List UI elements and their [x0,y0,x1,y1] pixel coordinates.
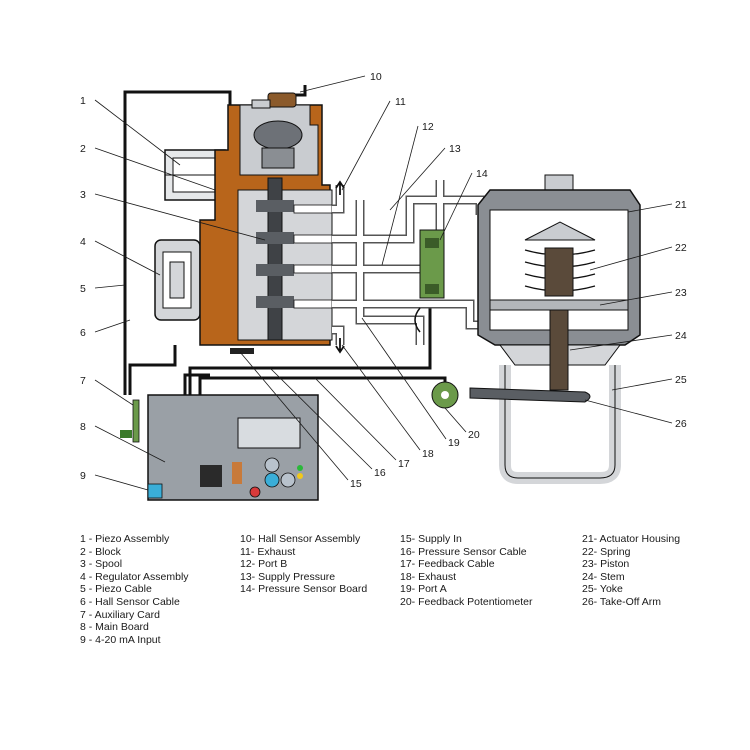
pressure-sensor-board [419,229,445,299]
callout-25: 25 [675,374,687,386]
take-off-arm [469,387,591,403]
legend-item: 10- Hall Sensor Assembly [240,533,361,545]
callout-20: 20 [468,429,480,441]
callouts: 1 2 3 4 5 6 7 8 9 10 11 12 13 14 15 16 1… [80,71,687,491]
legend-item: 11- Exhaust [240,545,296,558]
auxiliary-card [120,399,140,443]
legend-item: 18- Exhaust [400,570,457,583]
feedback-cable [198,376,447,395]
legend-column-2: 10- Hall Sensor Assembly 11- Exhaust 12-… [240,533,367,596]
legend-item: 25- Yoke [582,583,623,596]
legend-item: 14- Pressure Sensor Board [240,583,368,596]
callout-14: 14 [476,168,488,180]
callout-15: 15 [350,478,362,490]
pressure-sensor-cable [188,300,432,395]
legend-item: 16- Pressure Sensor Cable [400,545,527,558]
legend-item: 9 - 4-20 mA Input [80,633,161,646]
hall-sensor-cable [128,345,177,395]
legend-item: 20- Feedback Potentiometer [400,595,533,608]
legend-item: 4 - Regulator Assembly [80,570,189,583]
callout-26: 26 [675,418,687,430]
callout-13: 13 [449,143,461,155]
block [199,104,333,346]
legend-item: 2 - Block [80,545,121,558]
callout-5: 5 [80,283,86,295]
exhaust-arrows [335,180,345,354]
callout-21: 21 [675,199,687,211]
legend-column-4: 21- Actuator Housing 22- Spring 23- Pist… [582,533,680,609]
legend-item: 5 - Piezo Cable [80,583,152,596]
legend-item: 1 - Piezo Assembly [80,533,170,545]
callout-2: 2 [80,143,86,155]
callout-19: 19 [448,437,460,449]
pneumatic-lines [332,180,490,345]
legend-column-3: 15- Supply In 16- Pressure Sensor Cable … [400,533,533,609]
legend-item: 3 - Spool [80,558,123,571]
main-board [147,394,319,501]
callout-10: 10 [370,71,382,83]
callout-12: 12 [422,121,434,133]
piezo-cable [123,90,232,395]
legend: 1 - Piezo Assembly 2 - Block 3 - Spool 4… [80,533,700,653]
legend-item: 22- Spring [582,545,631,558]
feedback-potentiometer [431,381,459,409]
callout-6: 6 [80,327,86,339]
callout-4: 4 [80,236,86,248]
legend-item: 13- Supply Pressure [240,570,336,583]
input-terminal [147,483,163,499]
legend-item: 19- Port A [400,583,447,596]
legend-column-1: 1 - Piezo Assembly 2 - Block 3 - Spool 4… [80,533,189,646]
stem [549,309,569,391]
callout-17: 17 [398,458,410,470]
actuator [469,174,641,484]
legend-item: 21- Actuator Housing [582,533,681,545]
regulator-assembly [154,239,201,321]
piston [489,299,629,311]
auxiliary-cable [183,373,210,395]
callout-7: 7 [80,375,86,387]
callout-23: 23 [675,287,687,299]
legend-item: 17- Feedback Cable [400,558,495,571]
legend-item: 24- Stem [582,570,625,583]
legend-item: 6 - Hall Sensor Cable [80,595,180,608]
legend-item: 23- Piston [582,558,630,571]
legend-item: 12- Port B [240,558,288,571]
callout-16: 16 [374,467,386,479]
callout-9: 9 [80,470,86,482]
callout-22: 22 [675,242,687,254]
callout-3: 3 [80,189,86,201]
hall-sensor-assembly [251,92,297,109]
legend-item: 8 - Main Board [80,621,149,634]
callout-18: 18 [422,448,434,460]
legend-item: 26- Take-Off Arm [582,595,661,608]
callout-1: 1 [80,95,86,107]
callout-24: 24 [675,330,687,342]
legend-item: 15- Supply In [400,533,462,545]
legend-item: 7 - Auxiliary Card [80,608,160,621]
callout-8: 8 [80,421,86,433]
callout-11: 11 [395,96,406,108]
